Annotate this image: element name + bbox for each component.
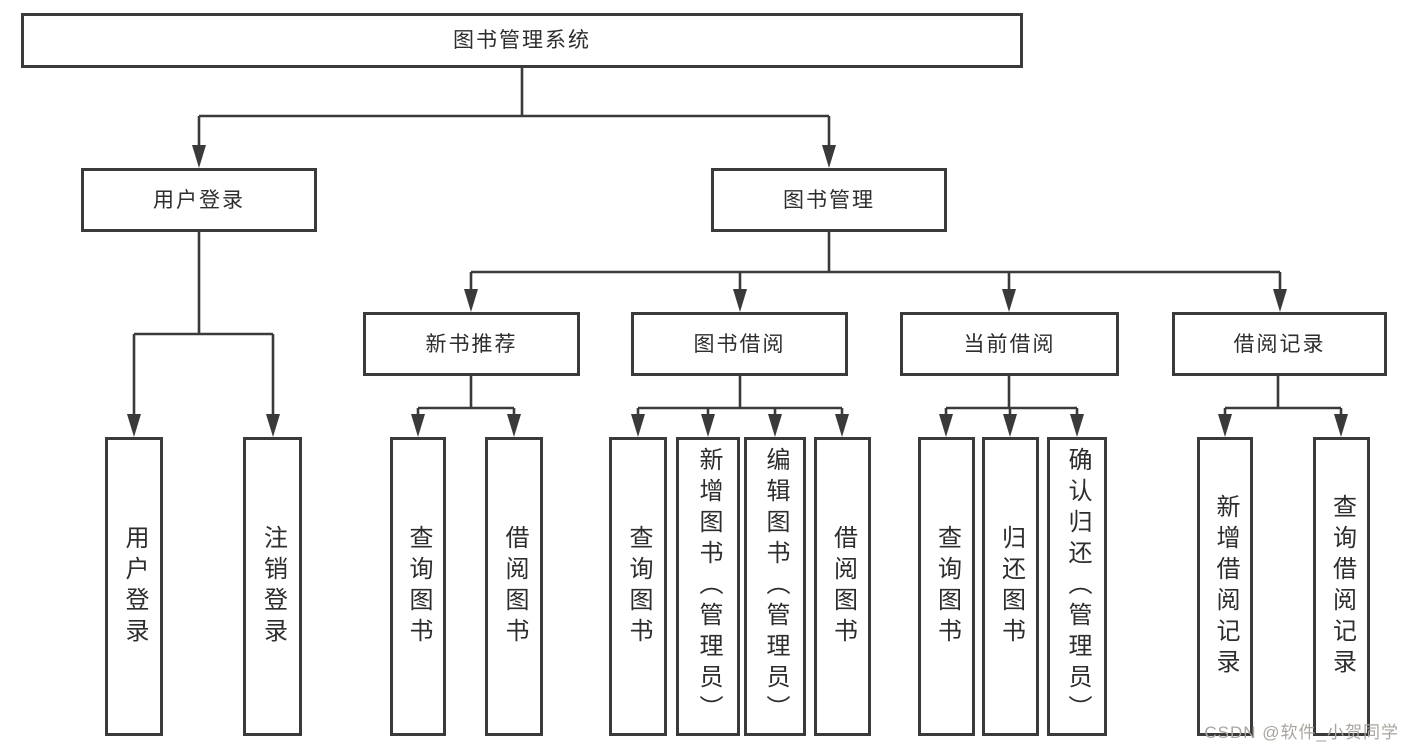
leaf-user-login: 用户登录 xyxy=(105,437,163,736)
leaf-borrow-query-books: 查询图书 xyxy=(609,437,667,736)
leaf-current-query-books: 查询图书 xyxy=(918,437,975,736)
leaf-current-query-books-label: 查询图书 xyxy=(933,524,961,649)
leaf-current-return-books-label: 归还图书 xyxy=(997,524,1025,649)
leaf-logout-login-label: 注销登录 xyxy=(259,524,287,649)
leaf-borrow-add-books-admin: 新增图书（管理员） xyxy=(676,437,740,736)
leaf-current-confirm-return-admin: 确认归还（管理员） xyxy=(1047,437,1107,736)
node-borrow-records-label: 借阅记录 xyxy=(1233,332,1326,356)
node-user-login: 用户登录 xyxy=(81,168,317,232)
node-book-management: 图书管理 xyxy=(711,168,947,232)
leaf-records-add-record-label: 新增借阅记录 xyxy=(1212,493,1239,680)
node-book-management-label: 图书管理 xyxy=(783,188,875,212)
node-new-book-recommend-label: 新书推荐 xyxy=(425,332,518,356)
leaf-borrow-add-books-admin-label: 新增图书（管理员） xyxy=(695,447,722,726)
leaf-logout-login: 注销登录 xyxy=(243,437,302,736)
leaf-borrow-borrow-books-label: 借阅图书 xyxy=(829,524,857,649)
leaf-records-query-record-label: 查询借阅记录 xyxy=(1328,493,1356,680)
node-user-login-label: 用户登录 xyxy=(153,188,245,212)
node-current-borrow: 当前借阅 xyxy=(900,312,1119,376)
leaf-records-query-record: 查询借阅记录 xyxy=(1313,437,1370,736)
leaf-newbooks-query-books: 查询图书 xyxy=(390,437,446,736)
leaf-borrow-edit-books-admin: 编辑图书（管理员） xyxy=(744,437,806,736)
node-new-book-recommend: 新书推荐 xyxy=(363,312,580,376)
node-root-label: 图书管理系统 xyxy=(453,29,591,52)
leaf-borrow-borrow-books: 借阅图书 xyxy=(814,437,871,736)
leaf-borrow-query-books-label: 查询图书 xyxy=(625,524,652,649)
leaf-records-add-record: 新增借阅记录 xyxy=(1197,437,1253,736)
leaf-borrow-edit-books-admin-label: 编辑图书（管理员） xyxy=(762,447,789,726)
leaf-newbooks-query-books-label: 查询图书 xyxy=(405,524,432,649)
node-current-borrow-label: 当前借阅 xyxy=(963,332,1056,356)
leaf-current-confirm-return-admin-label: 确认归还（管理员） xyxy=(1064,447,1091,726)
leaf-newbooks-borrow-books: 借阅图书 xyxy=(485,437,543,736)
node-book-borrow: 图书借阅 xyxy=(631,312,848,376)
node-borrow-records: 借阅记录 xyxy=(1172,312,1387,376)
csdn-watermark: CSDN @软件_小贺同学 xyxy=(1204,723,1399,742)
leaf-current-return-books: 归还图书 xyxy=(982,437,1039,736)
leaf-user-login-label: 用户登录 xyxy=(121,524,148,649)
leaf-newbooks-borrow-books-label: 借阅图书 xyxy=(501,524,528,649)
node-book-borrow-label: 图书借阅 xyxy=(693,332,786,356)
node-root: 图书管理系统 xyxy=(21,13,1023,68)
arrowheads xyxy=(127,145,1348,437)
